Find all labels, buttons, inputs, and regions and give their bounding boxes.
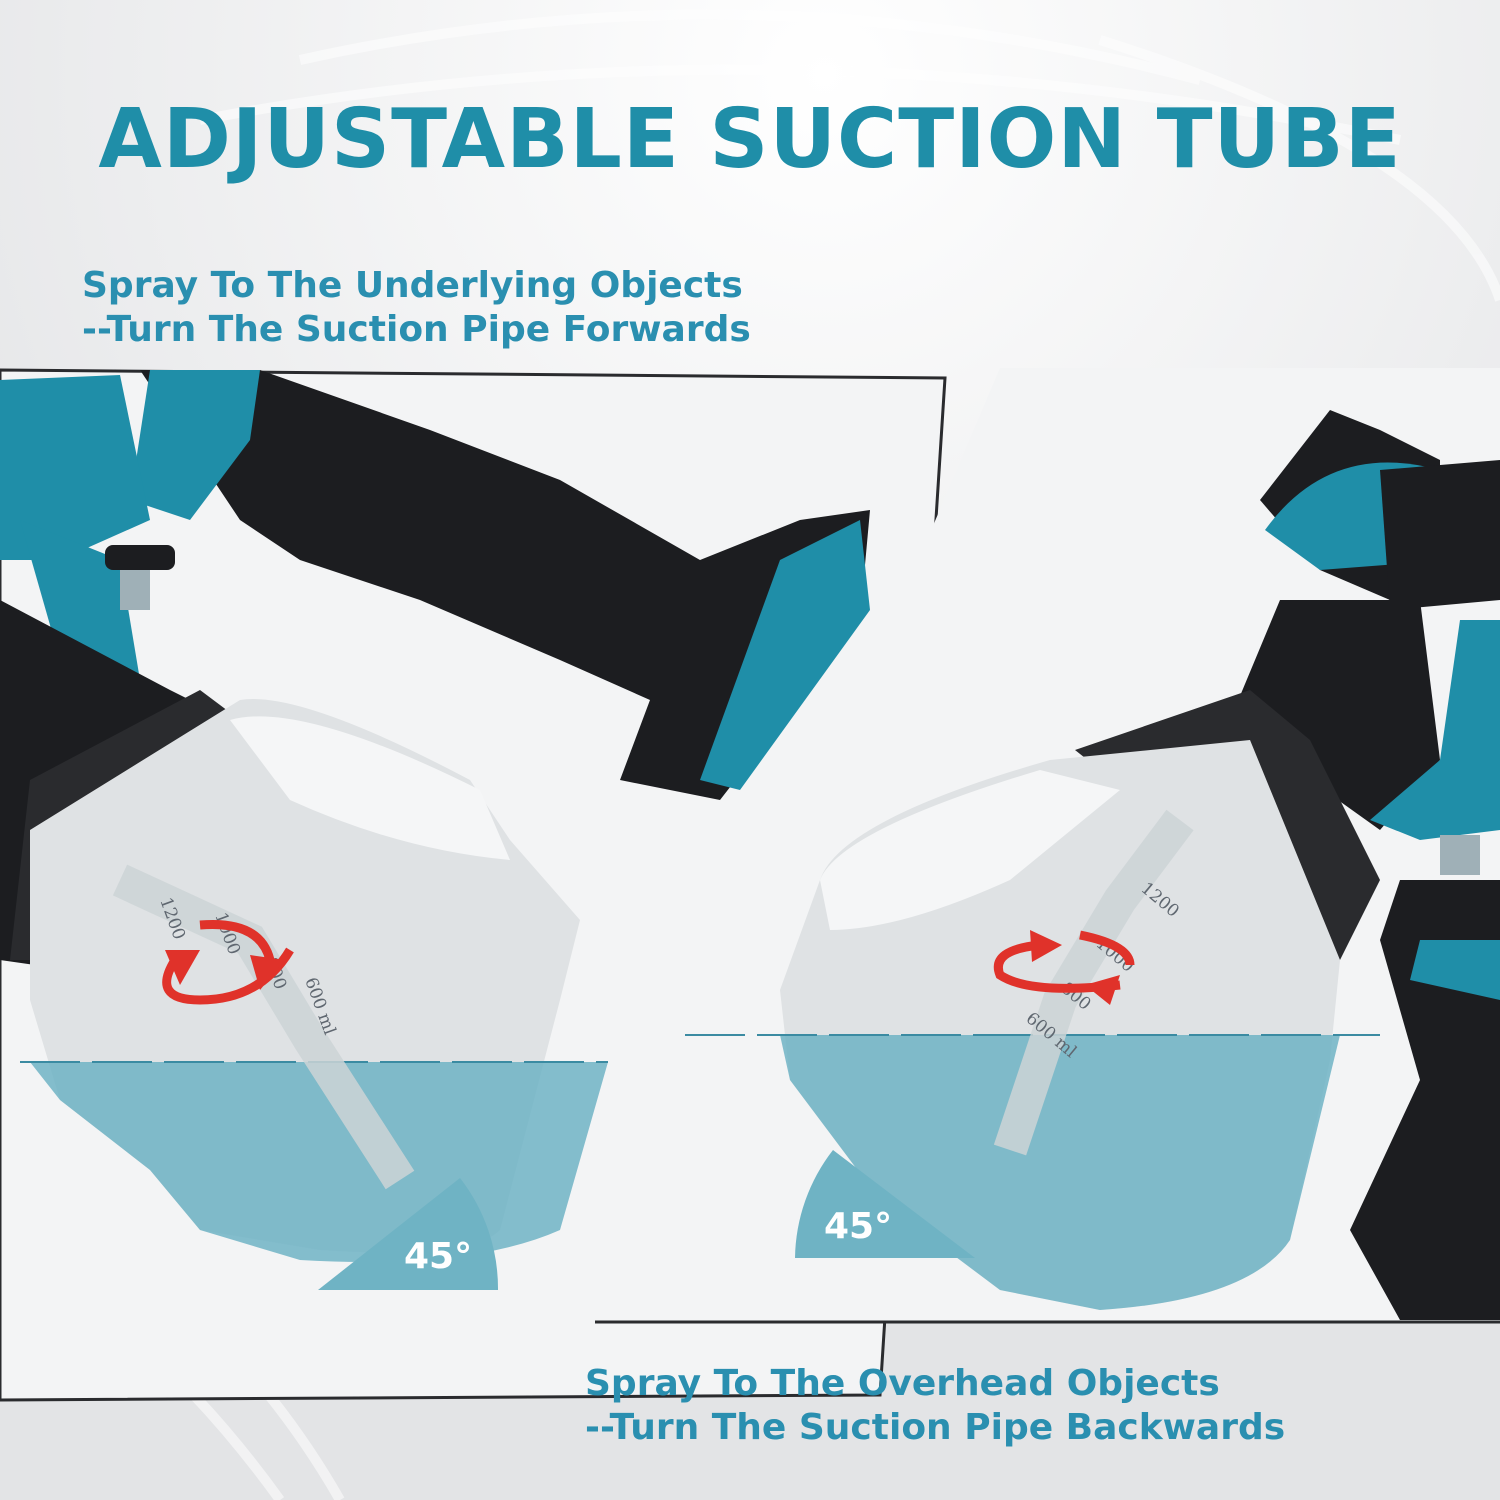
page-title: ADJUSTABLE SUCTION TUBE bbox=[98, 92, 1402, 187]
right-caption: Spray To The Overhead Objects --Turn The… bbox=[585, 1362, 1285, 1450]
left-caption-line1: Spray To The Underlying Objects bbox=[82, 265, 743, 306]
spray-gun-left bbox=[0, 370, 870, 1262]
left-caption-line2: --Turn The Suction Pipe Forwards bbox=[82, 309, 751, 350]
rotate-arrowhead-icon bbox=[250, 955, 285, 990]
rotate-arrowhead-icon bbox=[1085, 975, 1120, 1005]
angle-wedge-icon bbox=[318, 1178, 499, 1290]
right-caption-line1: Spray To The Overhead Objects bbox=[585, 1363, 1220, 1404]
right-angle-label: 45° bbox=[824, 1206, 892, 1247]
rotate-arrowhead-icon bbox=[1030, 930, 1062, 962]
spray-gun-right bbox=[685, 410, 1500, 1320]
rotate-arrowhead-icon bbox=[165, 950, 200, 985]
angle-wedge-icon bbox=[795, 1150, 975, 1258]
left-angle-label: 45° bbox=[404, 1236, 472, 1277]
left-caption: Spray To The Underlying Objects --Turn T… bbox=[82, 264, 751, 352]
right-caption-line2: --Turn The Suction Pipe Backwards bbox=[585, 1407, 1286, 1448]
rotate-arrows-icon bbox=[994, 930, 1135, 993]
